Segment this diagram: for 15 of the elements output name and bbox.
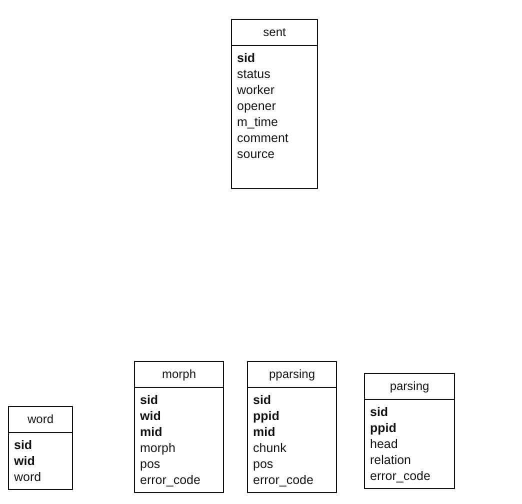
table-box xyxy=(8,406,73,490)
table-name: pparsing xyxy=(248,362,336,388)
table-name: parsing xyxy=(365,374,454,400)
field-list: sid wid mid morph pos error_code xyxy=(135,388,223,492)
table-box xyxy=(247,361,337,493)
field-list: sid ppid mid chunk pos error_code xyxy=(248,388,336,492)
table-box xyxy=(231,19,318,189)
field-list: sid ppid head relation error_code xyxy=(365,400,454,488)
table-name: sent xyxy=(232,20,317,46)
table-name: word xyxy=(9,407,72,433)
field-list: sid status worker opener m_time comment source xyxy=(232,46,317,166)
table-name: morph xyxy=(135,362,223,388)
field-list: sid wid word xyxy=(9,433,72,489)
table-box xyxy=(134,361,224,493)
table-box xyxy=(364,373,455,489)
